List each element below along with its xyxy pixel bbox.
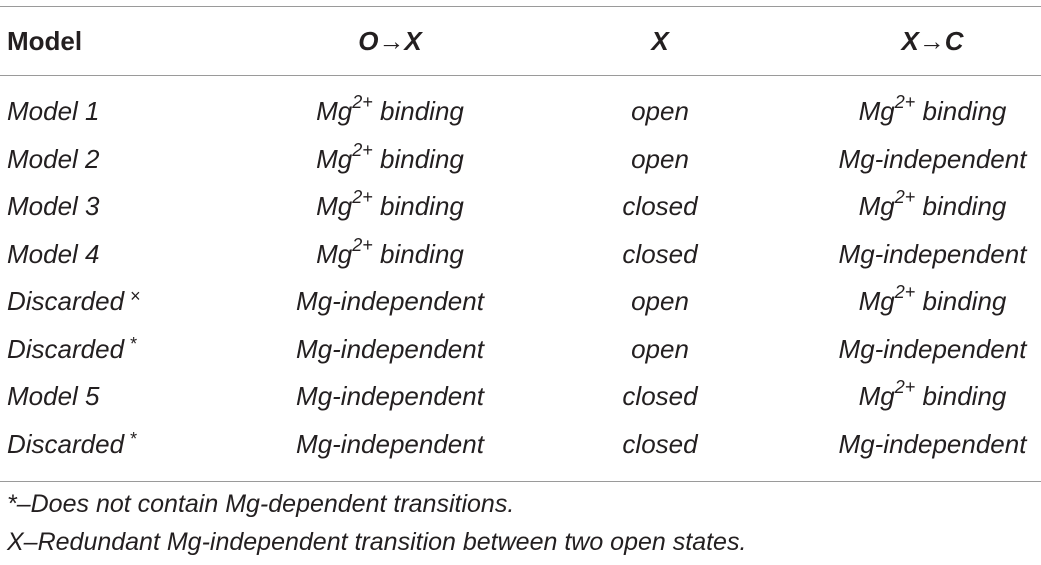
cell-x-to-c-main: Mg [858,191,895,221]
cell-x-to-c: Mg-independent [800,231,1041,278]
cell-o-to-x-superscript: 2+ [352,139,373,160]
cell-x-state: open [631,333,689,364]
table-row: Discarded* Mg-independent closed Mg-indepen… [0,421,1041,468]
cell-o-to-x-superscript: 2+ [352,234,373,255]
cell-o-to-x-rest: binding [372,96,464,126]
cell-x-state: open [631,286,689,316]
cell-x-to-c: Mg2+ binding [800,373,1041,420]
cell-x-to-c-superscript: 2+ [894,282,916,303]
cell-o-to-x-main: Mg [316,143,353,174]
cell-o-to-x-rest: binding [372,191,464,221]
cell-x-to-c-superscript: 2+ [894,377,916,398]
cell-model-text: Discarded [7,333,125,364]
cell-x-to-c-main: Mg [858,96,895,126]
cell-x-to-c-rest: binding [915,96,1007,126]
header-model: Model [7,26,83,56]
cell-o-to-x: Mg-independent [250,373,530,420]
cell-o-to-x: Mg2+ binding [250,88,530,135]
cell-o-to-x-main: Mg-independent [296,428,484,459]
cell-model: Discarded* [7,421,137,471]
table-header-rule [0,75,1041,76]
cell-x-to-c-main: Mg [858,286,895,316]
cell-model-text: Model 5 [7,381,100,411]
cell-o-to-x-main: Mg [316,96,353,126]
cell-x-to-c-superscript: 2+ [894,187,916,208]
cell-x-to-c: Mg-independent [800,136,1041,183]
cell-o-to-x-superscript: 2+ [352,187,373,208]
footnote-x: X–Redundant Mg-independent transition be… [7,528,747,556]
cell-x-state: closed [622,238,698,269]
cell-x-to-c-rest: binding [915,381,1007,411]
cell-o-to-x: Mg2+ binding [250,136,530,183]
cell-model: Model 2 [7,136,100,183]
cell-o-to-x-main: Mg-independent [296,286,484,316]
cell-x-to-c: Mg2+ binding [800,278,1041,325]
cell-o-to-x-superscript: 2+ [352,92,373,113]
cell-x-to-c-main: Mg [858,381,895,411]
table-row: Discarded× Mg-independent open Mg2+ binding [0,278,1041,325]
table-row: Model 5 Mg-independent closed Mg2+ binding [0,373,1041,420]
cell-model-text: Model 4 [7,238,100,269]
table-bottom-rule [0,481,1041,482]
table-row: Model 2 Mg2+ binding open Mg-independent [0,136,1041,183]
cell-o-to-x: Mg-independent [250,421,530,468]
cell-o-to-x: Mg2+ binding [250,183,530,230]
cell-x-to-c: Mg-independent [800,421,1041,468]
cell-x-to-c: Mg2+ binding [800,183,1041,230]
cell-o-to-x-main: Mg-independent [296,333,484,364]
cell-model-text: Model 3 [7,191,100,221]
cell-model-text: Discarded [7,428,125,459]
table-row: Model 4 Mg2+ binding closed Mg-independent [0,231,1041,278]
cell-x-state: closed [622,428,698,459]
cell-model: Model 5 [7,373,100,420]
cell-x-to-c-rest: binding [915,286,1007,316]
cell-x-state: open [631,143,689,174]
cell-model: Discarded× [7,278,141,328]
table-top-rule [0,6,1041,7]
cell-x-to-c-main: Mg-independent [838,428,1027,459]
cell-model-text: Discarded [7,286,125,316]
cell-o-to-x: Mg2+ binding [250,231,530,278]
header-x-to-c: X→C [901,26,964,56]
cell-x-to-c-main: Mg-independent [838,143,1027,174]
cell-model-text: Model 1 [7,96,100,126]
cell-o-to-x-main: Mg [316,238,353,269]
cell-o-to-x-main: Mg-independent [296,381,484,411]
cell-x-state: closed [622,191,698,221]
cell-model: Model 3 [7,183,100,230]
cell-x-state: closed [622,381,698,411]
cell-model: Model 1 [7,88,100,135]
header-x: X [651,26,669,56]
footnote-mark: * [130,333,138,354]
cell-x-to-c-main: Mg-independent [838,238,1027,269]
footnote-mark: * [130,428,138,449]
cell-x-to-c-rest: binding [915,191,1007,221]
cell-o-to-x: Mg-independent [250,326,530,373]
cell-o-to-x-rest: binding [372,143,464,174]
table-row: Discarded* Mg-independent open Mg-independe… [0,326,1041,373]
cell-x-to-c-main: Mg-independent [838,333,1027,364]
cell-o-to-x-rest: binding [372,238,464,269]
header-o-to-x: O→X [358,26,422,56]
cell-x-to-c-superscript: 2+ [894,92,916,113]
footnote-asterisk: *–Does not contain Mg-dependent transiti… [7,490,515,518]
cell-x-to-c: Mg2+ binding [800,88,1041,135]
cell-model-text: Model 2 [7,143,100,174]
cell-x-state: open [631,96,689,126]
cell-model: Discarded* [7,326,137,376]
cell-x-to-c: Mg-independent [800,326,1041,373]
footnote-mark: × [130,286,141,306]
cell-o-to-x-main: Mg [316,191,353,221]
cell-model: Model 4 [7,231,100,278]
table-header-row: Model O→X X X→C [0,18,1041,65]
cell-o-to-x: Mg-independent [250,278,530,325]
